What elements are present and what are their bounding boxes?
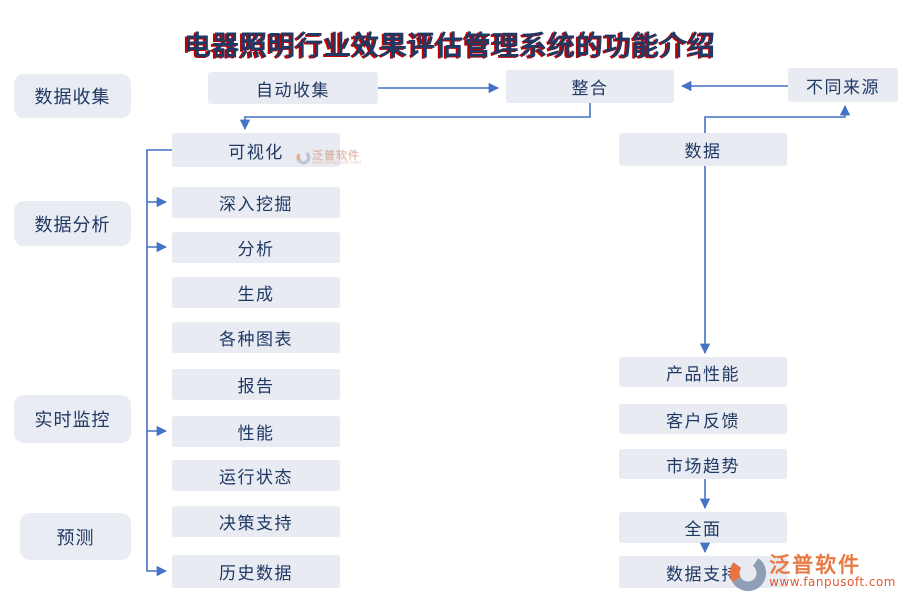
node-comprehensive: 全面	[619, 512, 787, 543]
node-decision-support: 决策支持	[172, 506, 340, 537]
node-data: 数据	[619, 133, 787, 166]
node-generate: 生成	[172, 277, 340, 308]
node-auto-collect: 自动收集	[208, 72, 378, 104]
label-data-analysis: 数据分析	[14, 201, 131, 246]
node-visualization: 可视化	[172, 133, 340, 167]
node-historical-data: 历史数据	[172, 555, 340, 588]
node-product-performance: 产品性能	[619, 357, 787, 387]
node-customer-feedback: 客户反馈	[619, 404, 787, 434]
node-deep-mining: 深入挖掘	[172, 187, 340, 218]
node-different-sources: 不同来源	[788, 68, 898, 102]
node-integrate: 整合	[506, 70, 674, 103]
inner-watermark-url: www.fanpusoft.com	[312, 160, 362, 166]
label-data-collection: 数据收集	[14, 74, 131, 118]
fanpu-logo-icon	[730, 554, 767, 592]
label-realtime-monitoring: 实时监控	[14, 395, 131, 443]
page-title: 电器照明行业效果评估管理系统的功能介绍	[184, 31, 716, 62]
node-report: 报告	[172, 369, 340, 400]
connector-data-to-sources	[704, 104, 851, 133]
inner-watermark-brand: 泛普软件	[312, 149, 360, 162]
watermark: 泛普软件 www.fanpusoft.com	[729, 552, 896, 592]
connector-spine-to-historical-data	[146, 149, 172, 577]
label-prediction: 预测	[20, 513, 131, 560]
node-performance: 性能	[172, 416, 340, 447]
node-running-status: 运行状态	[172, 460, 340, 491]
fanpu-logo-icon	[296, 150, 311, 165]
inner-watermark: 泛普软件 www.fanpusoft.com	[296, 150, 361, 166]
watermark-brand: 泛普软件	[769, 552, 862, 577]
node-market-trend: 市场趋势	[619, 449, 787, 479]
node-various-charts: 各种图表	[172, 322, 340, 353]
node-analysis: 分析	[172, 232, 340, 263]
connector-integrate-to-visualization	[239, 103, 591, 131]
watermark-url: www.fanpusoft.com	[769, 575, 896, 590]
